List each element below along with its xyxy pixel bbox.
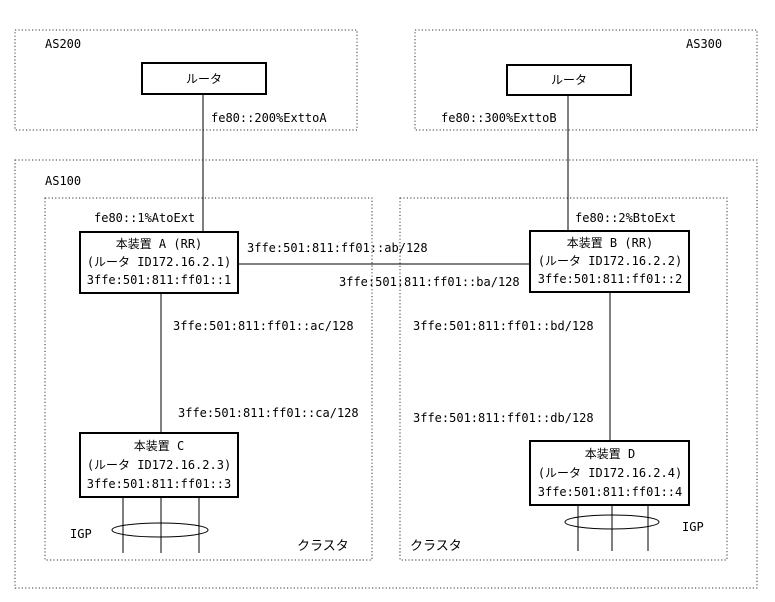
- label-a-to-b-address: 3ffe:501:811:ff01::ab/128: [247, 241, 428, 255]
- as100-region: [14, 159, 758, 589]
- as100-label: AS100: [45, 174, 81, 188]
- label-as300-router-address: fe80::300%ExttoB: [441, 111, 557, 125]
- cluster-left-label: クラスタ: [297, 539, 349, 554]
- cluster-right-label: クラスタ: [410, 539, 462, 554]
- device-a-router-id: (ルータ ID172.16.2.1): [87, 255, 231, 269]
- device-a-box: [79, 231, 239, 294]
- cluster-right-region: [399, 197, 728, 561]
- device-c-address: 3ffe:501:811:ff01::3: [87, 477, 232, 491]
- device-b-address: 3ffe:501:811:ff01::2: [538, 272, 683, 286]
- label-c-to-a-address: 3ffe:501:811:ff01::ca/128: [178, 406, 359, 420]
- as200-region: [14, 29, 358, 131]
- label-b-to-a-address: 3ffe:501:811:ff01::ba/128: [339, 275, 520, 289]
- router-as300-box: [506, 64, 632, 96]
- router-as300-label: ルータ: [551, 73, 587, 87]
- device-a-address: 3ffe:501:811:ff01::1: [87, 273, 232, 287]
- router-as200-label: ルータ: [186, 72, 222, 86]
- device-b-router-id: (ルータ ID172.16.2.2): [538, 254, 682, 268]
- device-c-router-id: (ルータ ID172.16.2.3): [87, 458, 231, 472]
- device-d-title: 本装置 D: [585, 447, 635, 461]
- device-b-title: 本装置 B (RR): [567, 236, 654, 250]
- igp-right-ring: [564, 514, 660, 530]
- cluster-left-region: [44, 197, 373, 561]
- label-a-ext-address: fe80::1%AtoExt: [94, 211, 195, 225]
- as300-label: AS300: [686, 37, 722, 51]
- igp-left-label: IGP: [70, 527, 92, 541]
- label-d-to-b-address: 3ffe:501:811:ff01::db/128: [413, 411, 594, 425]
- igp-left-ring: [111, 522, 209, 538]
- as200-label: AS200: [45, 37, 81, 51]
- label-a-to-c-address: 3ffe:501:811:ff01::ac/128: [173, 319, 354, 333]
- igp-right-label: IGP: [682, 520, 704, 534]
- label-b-to-d-address: 3ffe:501:811:ff01::bd/128: [413, 319, 594, 333]
- device-d-router-id: (ルータ ID172.16.2.4): [538, 466, 682, 480]
- device-b-box: [529, 230, 690, 293]
- label-as200-router-address: fe80::200%ExttoA: [211, 111, 327, 125]
- device-c-title: 本装置 C: [134, 439, 184, 453]
- device-d-box: [529, 440, 690, 506]
- as300-region: [414, 29, 758, 131]
- label-b-ext-address: fe80::2%BtoExt: [575, 211, 676, 225]
- device-d-address: 3ffe:501:811:ff01::4: [538, 485, 683, 499]
- router-as200-box: [141, 62, 267, 95]
- device-a-title: 本装置 A (RR): [116, 237, 203, 251]
- device-c-box: [79, 432, 239, 498]
